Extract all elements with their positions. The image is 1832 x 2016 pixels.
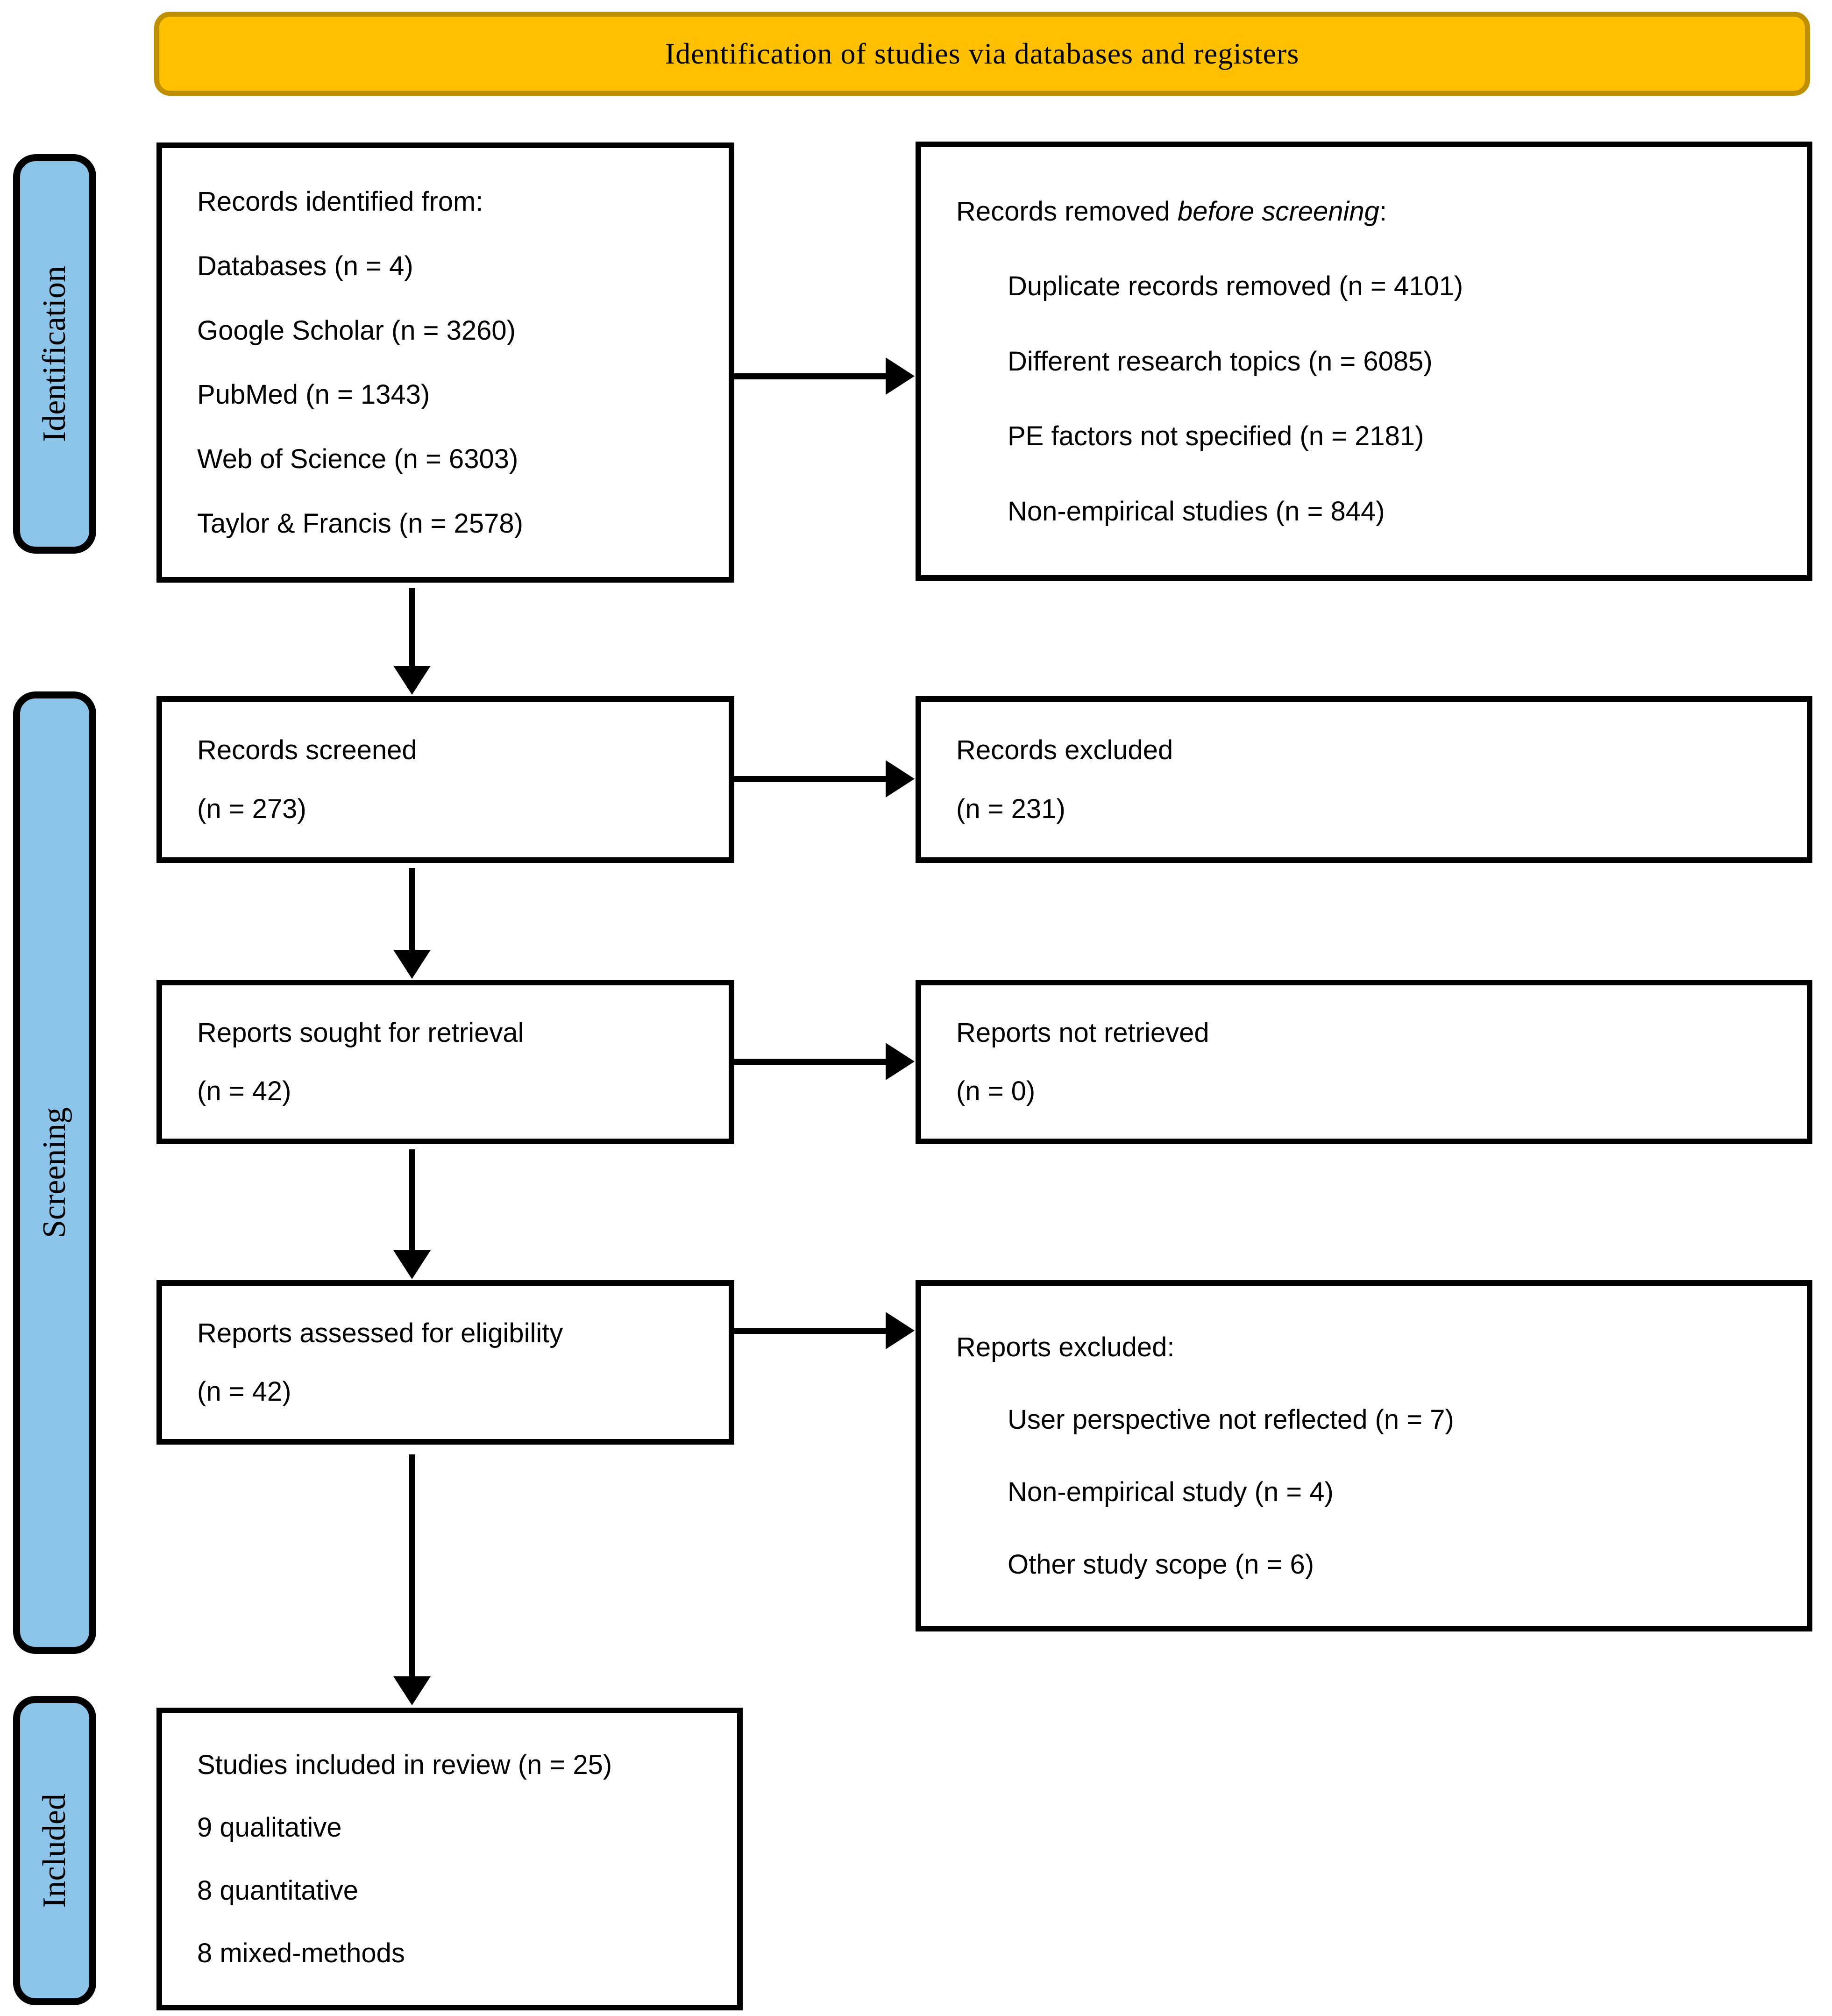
records-identified-google-scholar: Google Scholar (n = 3260) [197, 315, 516, 346]
box-records-removed: Records removed before screening: Duplic… [916, 142, 1812, 581]
box-reports-excluded: Reports excluded: User perspective not r… [916, 1280, 1812, 1631]
studies-included-mixed-methods: 8 mixed-methods [197, 1938, 405, 1968]
records-excluded-label: Records excluded [956, 734, 1173, 765]
banner: Identification of studies via databases … [154, 12, 1810, 96]
reports-excluded-user-perspective: User perspective not reflected (n = 7) [1008, 1404, 1454, 1435]
studies-included-quantitative: 8 quantitative [197, 1875, 359, 1906]
studies-included-header: Studies included in review (n = 25) [197, 1750, 612, 1781]
reports-not-retrieved-count: (n = 0) [956, 1076, 1036, 1106]
records-removed-header: Records removed before screening: [956, 196, 1387, 227]
phase-label-screening-text: Screening [36, 1107, 72, 1238]
records-screened-label: Records screened [197, 734, 417, 765]
reports-not-retrieved-label: Reports not retrieved [956, 1018, 1209, 1048]
box-records-excluded: Records excluded (n = 231) [916, 696, 1812, 863]
reports-sought-count: (n = 42) [197, 1076, 291, 1106]
phase-label-included: Included [13, 1696, 96, 2005]
records-removed-pe-factors: PE factors not specified (n = 2181) [1008, 421, 1424, 451]
records-screened-count: (n = 273) [197, 794, 306, 825]
records-excluded-count: (n = 231) [956, 794, 1065, 825]
records-removed-duplicates: Duplicate records removed (n = 4101) [1008, 271, 1463, 301]
reports-excluded-non-empirical: Non-empirical study (n = 4) [1008, 1477, 1334, 1507]
studies-included-qualitative: 9 qualitative [197, 1812, 342, 1843]
records-removed-non-empirical: Non-empirical studies (n = 844) [1008, 496, 1385, 527]
box-reports-assessed: Reports assessed for eligibility (n = 42… [156, 1280, 734, 1445]
records-identified-header: Records identified from: [197, 186, 483, 217]
records-removed-header-italic: before screening [1177, 196, 1379, 227]
records-removed-different-topics: Different research topics (n = 6085) [1008, 346, 1433, 377]
phase-label-identification: Identification [13, 154, 96, 554]
records-identified-databases: Databases (n = 4) [197, 250, 413, 281]
records-identified-web-of-science: Web of Science (n = 6303) [197, 444, 518, 475]
reports-excluded-other-scope: Other study scope (n = 6) [1008, 1549, 1314, 1580]
box-records-identified: Records identified from: Databases (n = … [156, 142, 734, 583]
banner-title: Identification of studies via databases … [665, 37, 1299, 70]
phase-label-included-text: Included [36, 1793, 72, 1908]
box-reports-not-retrieved: Reports not retrieved (n = 0) [916, 980, 1812, 1144]
box-reports-sought: Reports sought for retrieval (n = 42) [156, 980, 734, 1144]
reports-assessed-label: Reports assessed for eligibility [197, 1318, 563, 1348]
records-identified-pubmed: PubMed (n = 1343) [197, 379, 430, 410]
reports-assessed-count: (n = 42) [197, 1376, 291, 1407]
reports-sought-label: Reports sought for retrieval [197, 1018, 524, 1048]
phase-label-screening: Screening [13, 691, 96, 1654]
records-identified-taylor-francis: Taylor & Francis (n = 2578) [197, 508, 523, 539]
phase-label-identification-text: Identification [36, 265, 72, 442]
box-studies-included: Studies included in review (n = 25) 9 qu… [156, 1708, 743, 2010]
box-records-screened: Records screened (n = 273) [156, 696, 734, 863]
reports-excluded-header: Reports excluded: [956, 1332, 1175, 1362]
